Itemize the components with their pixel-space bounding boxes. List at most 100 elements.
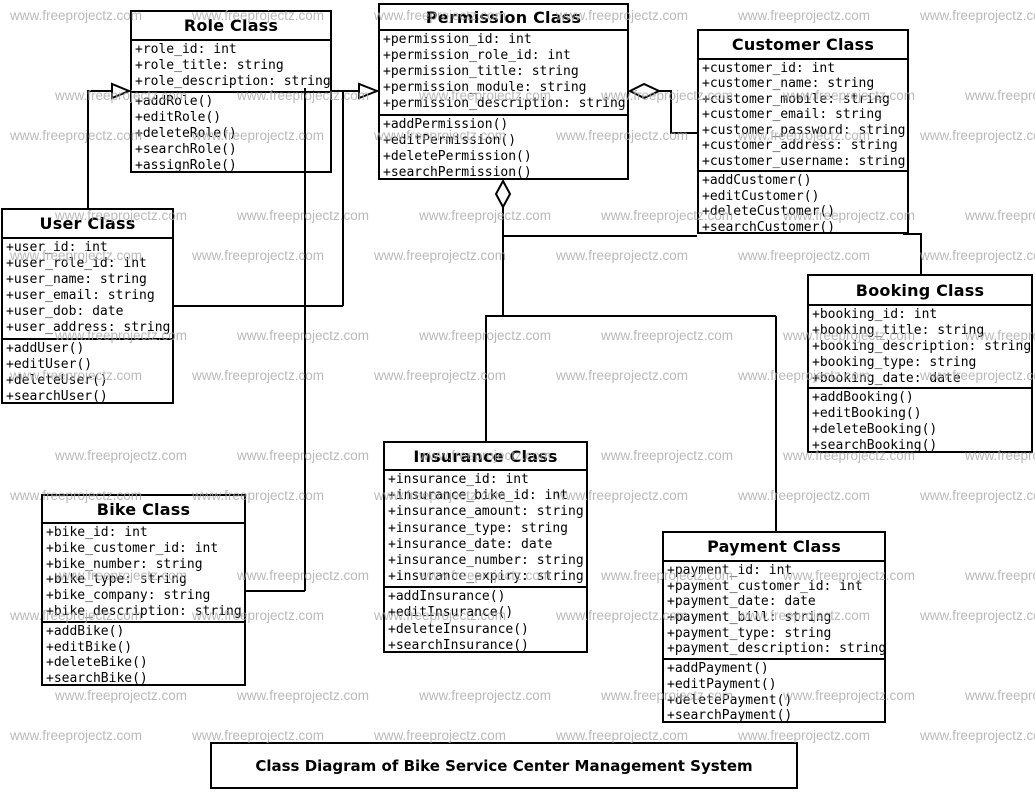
attribute-row: +booking_id: int: [812, 307, 938, 322]
method-row: +searchInsurance(): [388, 637, 529, 653]
watermark-text: www.freeprojectz.com: [601, 328, 734, 343]
attribute-row: +permission_id: int: [383, 32, 532, 47]
attribute-row: +payment_customer_id: int: [667, 578, 863, 594]
class-box-role: Role Class+role_id: int+role_title: stri…: [130, 10, 332, 173]
watermark-text: www.freeprojectz.com: [419, 208, 552, 223]
method-row: +searchBooking(): [812, 438, 938, 453]
method-row: +deleteCustomer(): [702, 204, 836, 220]
watermark-text: www.freeprojectz.com: [738, 728, 871, 743]
attribute-row: +role_title: string: [135, 58, 284, 73]
watermark-text: www.freeprojectz.com: [192, 248, 325, 263]
attribute-row: +insurance_date: date: [388, 536, 553, 552]
watermark-text: www.freeprojectz.com: [920, 728, 1035, 743]
method-row: +addInsurance(): [388, 589, 506, 605]
attribute-row: +insurance_bike_id: int: [388, 488, 569, 504]
method-row: +searchPayment(): [667, 708, 793, 723]
attribute-row: +customer_mobile: string: [702, 91, 890, 107]
watermark-text: www.freeprojectz.com: [419, 328, 552, 343]
class-header: Payment Class: [664, 533, 884, 562]
watermark-text: www.freeprojectz.com: [601, 448, 734, 463]
class-box-payment: Payment Class+payment_id: int+payment_cu…: [662, 531, 886, 723]
watermark-text: www.freeprojectz.com: [965, 568, 1035, 583]
aggregation-diamond-permission-bottom: [494, 178, 512, 210]
attribute-row: +bike_company: string: [46, 588, 211, 604]
watermark-text: www.freeprojectz.com: [10, 8, 143, 23]
attribute-row: +insurance_id: int: [388, 472, 529, 487]
class-box-permission: Permission Class+permission_id: int+perm…: [378, 3, 629, 180]
attribute-row: +insurance_type: string: [388, 520, 569, 536]
watermark-text: www.freeprojectz.com: [738, 488, 871, 503]
method-row: +editRole(): [135, 110, 222, 125]
attribute-row: +permission_title: string: [383, 64, 579, 80]
method-row: +deleteBike(): [46, 655, 148, 671]
attribute-row: +bike_description: string: [46, 603, 242, 619]
attributes-compartment: +user_id: int+user_role_id: int+user_nam…: [3, 239, 172, 340]
method-row: +deleteUser(): [6, 372, 108, 388]
method-row: +addPermission(): [383, 116, 509, 132]
method-row: +editPayment(): [667, 676, 777, 692]
method-row: +deleteBooking(): [812, 422, 938, 438]
method-row: +deletePayment(): [667, 692, 793, 708]
method-row: +addBooking(): [812, 390, 914, 406]
watermark-text: www.freeprojectz.com: [374, 728, 507, 743]
watermark-text: www.freeprojectz.com: [738, 248, 871, 263]
class-box-insurance: Insurance Class+insurance_id: int+insura…: [383, 441, 588, 653]
attributes-compartment: +permission_id: int+permission_role_id: …: [380, 31, 627, 116]
method-row: +deleteRole(): [135, 126, 237, 141]
watermark-text: www.freeprojectz.com: [965, 88, 1035, 103]
connector-user-to-role: [87, 90, 112, 208]
attribute-row: +customer_name: string: [702, 76, 875, 92]
attribute-row: +customer_password: string: [702, 122, 906, 138]
watermark-text: www.freeprojectz.com: [556, 728, 689, 743]
class-box-user: User Class+user_id: int+user_role_id: in…: [1, 208, 174, 404]
methods-compartment: +addPermission()+editPermission()+delete…: [380, 116, 627, 178]
watermark-text: www.freeprojectz.com: [237, 688, 370, 703]
attribute-row: +user_address: string: [6, 320, 171, 336]
attribute-row: +booking_title: string: [812, 322, 985, 338]
methods-compartment: +addInsurance()+editInsurance()+deleteIn…: [385, 588, 586, 653]
class-header: Role Class: [132, 12, 330, 41]
watermark-text: www.freeprojectz.com: [556, 248, 689, 263]
method-row: +addCustomer(): [702, 173, 812, 189]
watermark-text: www.freeprojectz.com: [374, 248, 507, 263]
attributes-compartment: +booking_id: int+booking_title: string+b…: [809, 306, 1031, 390]
watermark-text: www.freeprojectz.com: [10, 128, 143, 143]
method-row: +addPayment(): [667, 661, 769, 677]
watermark-text: www.freeprojectz.com: [237, 208, 370, 223]
attribute-row: +bike_customer_id: int: [46, 540, 219, 556]
methods-compartment: +addBooking()+editBooking()+deleteBookin…: [809, 389, 1031, 453]
watermark-text: www.freeprojectz.com: [192, 728, 325, 743]
attribute-row: +bike_type: string: [46, 572, 187, 588]
method-row: +editBike(): [46, 639, 133, 655]
watermark-text: www.freeprojectz.com: [374, 368, 507, 383]
attribute-row: +role_description: string: [135, 74, 330, 89]
methods-compartment: +addCustomer()+editCustomer()+deleteCust…: [699, 172, 907, 234]
watermark-text: www.freeprojectz.com: [556, 368, 689, 383]
attribute-row: +user_dob: date: [6, 304, 124, 320]
class-header: Booking Class: [809, 276, 1031, 306]
class-header: Permission Class: [380, 5, 627, 31]
watermark-text: www.freeprojectz.com: [10, 728, 143, 743]
attribute-row: +booking_description: string: [812, 338, 1031, 354]
generalization-arrow-into-permission: [358, 82, 380, 100]
connector-trunk-to-insurance: [485, 315, 503, 441]
watermark-text: www.freeprojectz.com: [55, 688, 188, 703]
watermark-text: www.freeprojectz.com: [55, 448, 188, 463]
attribute-row: +payment_bill: string: [667, 610, 832, 626]
attributes-compartment: +customer_id: int+customer_name: string+…: [699, 60, 907, 173]
attribute-row: +payment_id: int: [667, 563, 793, 578]
attribute-row: +permission_module: string: [383, 80, 587, 96]
method-row: +searchBike(): [46, 671, 148, 686]
attribute-row: +user_role_id: int: [6, 256, 147, 272]
attribute-row: +booking_type: string: [812, 354, 977, 370]
method-row: +deleteInsurance(): [388, 621, 529, 637]
attribute-row: +payment_type: string: [667, 625, 832, 641]
attribute-row: +user_id: int: [6, 240, 108, 255]
watermark-text: www.freeprojectz.com: [965, 688, 1035, 703]
method-row: +searchCustomer(): [702, 219, 836, 234]
method-row: +addRole(): [135, 94, 214, 109]
method-row: +deletePermission(): [383, 148, 532, 164]
attribute-row: +payment_date: date: [667, 594, 816, 610]
method-row: +editUser(): [6, 356, 93, 372]
attribute-row: +booking_date: date: [812, 370, 961, 386]
